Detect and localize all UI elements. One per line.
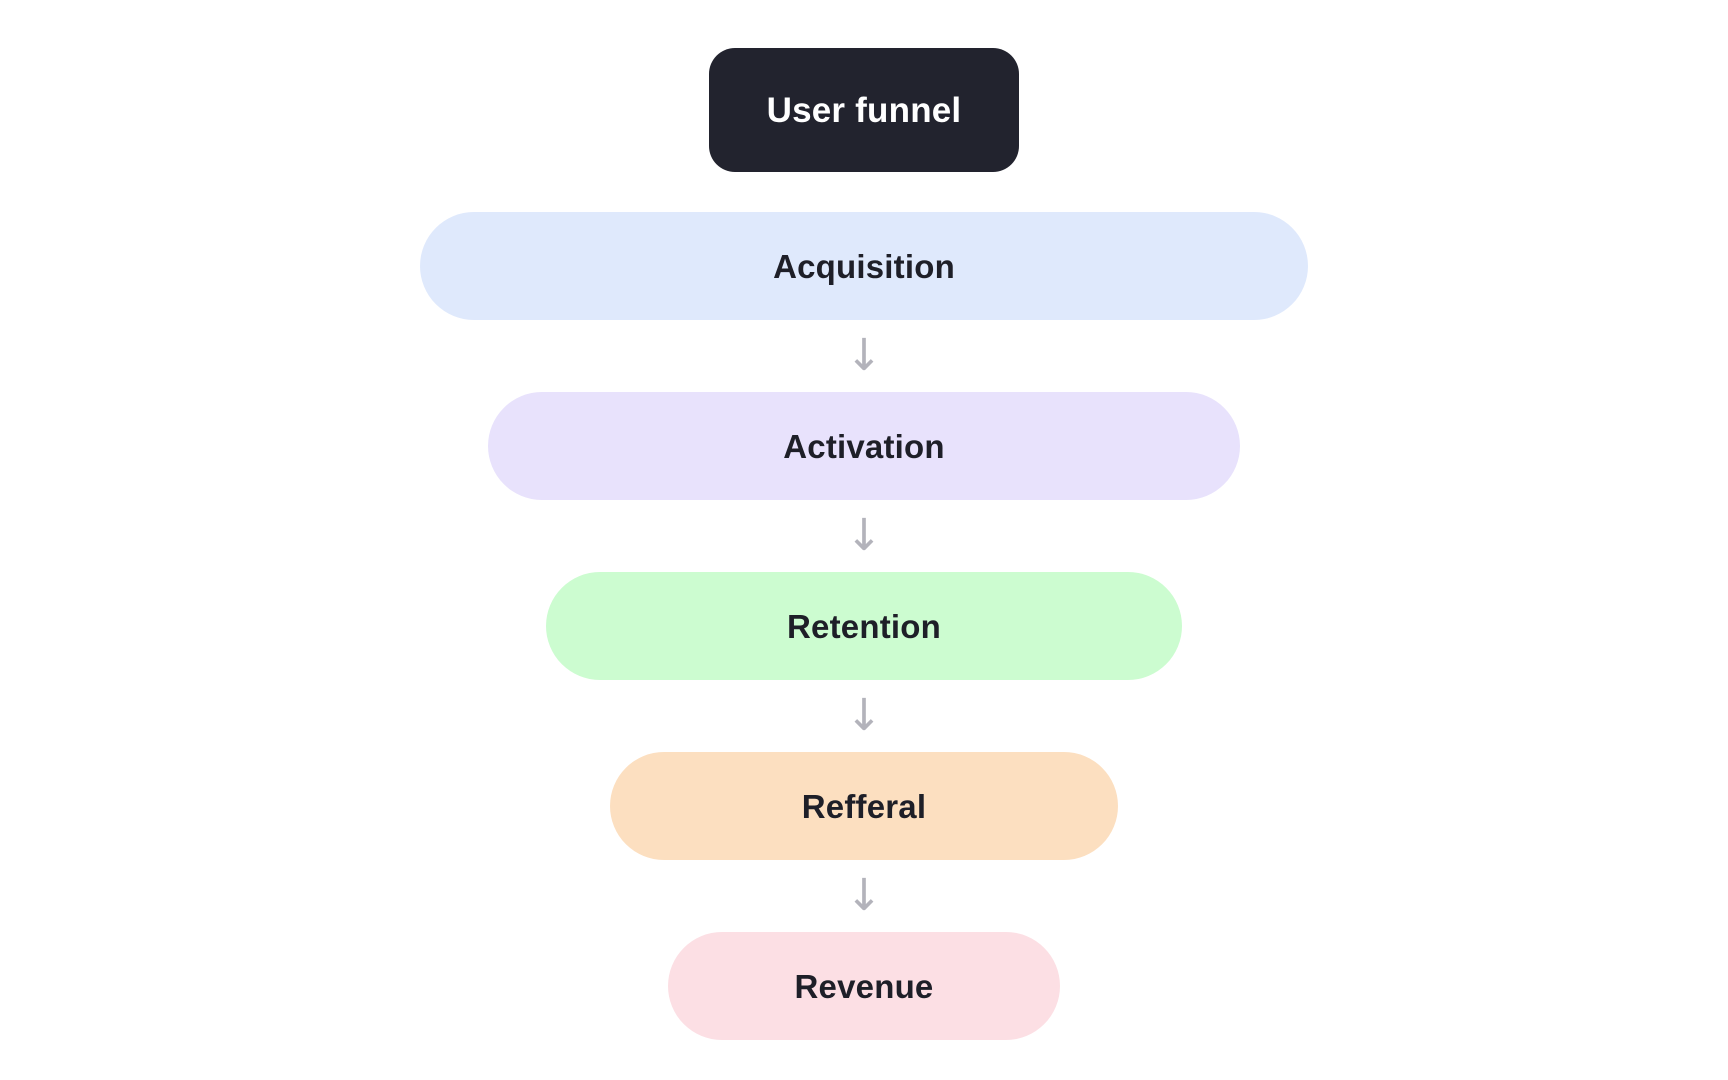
funnel-bar-label: Retention (787, 607, 941, 645)
connector-acquisition-to-activation: ↓ (846, 320, 883, 392)
funnel-bar-label: Acquisition (773, 247, 955, 285)
funnel-bar-revenue[interactable]: Revenue (668, 932, 1060, 1040)
funnel-bar-retention[interactable]: Retention (546, 572, 1182, 680)
connector-refferal-to-revenue: ↓ (846, 860, 883, 932)
funnel-bar-refferal[interactable]: Refferal (610, 752, 1118, 860)
funnel-bar-label: Revenue (794, 967, 934, 1005)
funnel-bar-label: Activation (783, 427, 945, 465)
funnel-bar-acquisition[interactable]: Acquisition (420, 212, 1308, 320)
funnel-stage-activation: Activation (488, 392, 1240, 500)
funnel-bar-activation[interactable]: Activation (488, 392, 1240, 500)
arrow-down-icon: ↓ (845, 510, 883, 561)
diagram-title-chip: User funnel (709, 48, 1019, 172)
funnel-stage-retention: Retention (546, 572, 1182, 680)
funnel-stage-refferal: Refferal (610, 752, 1118, 860)
arrow-down-icon: ↓ (845, 330, 883, 381)
funnel-stage-revenue: Revenue (668, 932, 1060, 1040)
arrow-down-icon: ↓ (845, 870, 883, 921)
funnel-stage-list: Acquisition ↓ Activation ↓ Retention ↓ (420, 212, 1308, 1040)
funnel-bar-label: Refferal (801, 787, 927, 825)
connector-retention-to-refferal: ↓ (846, 680, 883, 752)
page-title: User funnel (766, 90, 962, 130)
arrow-down-icon: ↓ (845, 690, 883, 741)
funnel-stage-acquisition: Acquisition (420, 212, 1308, 320)
connector-activation-to-retention: ↓ (846, 500, 883, 572)
